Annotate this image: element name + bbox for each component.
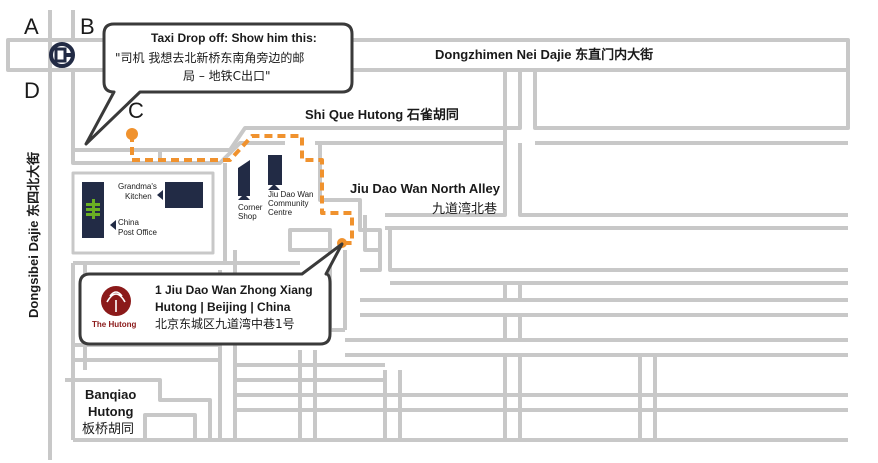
corner-shop-block (238, 160, 250, 196)
logo-label: The Hutong (92, 320, 137, 329)
grandmas-pointer-icon (157, 190, 163, 200)
street-label-banqiao-2: Hutong (88, 404, 134, 419)
street-label-dongzhimen: Dongzhimen Nei Dajie 东直门内大街 (435, 47, 653, 62)
corner-shop-label-1: Corner (238, 203, 263, 212)
address-line1: 1 Jiu Dao Wan Zhong Xiang (155, 283, 313, 297)
street-label-banqiao-cn: 板桥胡同 (82, 422, 134, 437)
the-hutong-logo-icon: The Hutong (92, 286, 137, 329)
corner-shop-pointer-icon (238, 194, 250, 200)
taxi-bubble-line1: "司机 我想去北新桥东南角旁边的邮 (115, 50, 304, 65)
community-label-2: Community (268, 199, 308, 208)
taxi-bubble-line2: 局 – 地铁C出口" (183, 69, 271, 83)
community-label-3: Centre (268, 208, 293, 217)
post-office-label-1: China (118, 218, 139, 227)
metro-station-icon (49, 42, 75, 68)
taxi-bubble-title: Taxi Drop off: Show him this: (151, 31, 317, 45)
address-line2: Hutong | Beijing | China (155, 300, 291, 314)
address-line3: 北京东城区九道湾中巷1号 (155, 316, 295, 331)
community-centre-pointer-icon (268, 184, 280, 190)
china-post-icon (86, 199, 100, 219)
post-office-pointer-icon (110, 220, 116, 230)
street-label-jiudaowan-cn: 九道湾北巷 (432, 201, 497, 217)
community-centre-block (268, 155, 282, 185)
address-bubble: The Hutong 1 Jiu Dao Wan Zhong Xiang Hut… (78, 242, 344, 346)
exit-b-label: B (80, 14, 95, 39)
street-label-shique: Shi Que Hutong 石雀胡同 (305, 107, 459, 122)
post-office-block (82, 182, 104, 238)
grandmas-label-2: Kitchen (125, 192, 152, 201)
corner-shop-label-2: Shop (238, 212, 257, 221)
grandmas-label-1: Grandma's (118, 182, 157, 191)
exit-c-label: C (128, 98, 144, 123)
street-label-banqiao-1: Banqiao (85, 387, 136, 402)
exit-a-label: A (24, 14, 39, 39)
route-start-marker (126, 128, 138, 140)
street-label-jiudaowan-en: Jiu Dao Wan North Alley (350, 181, 501, 196)
grandmas-kitchen-block (165, 182, 203, 208)
post-office-label-2: Post Office (118, 228, 158, 237)
street-label-dongsibei: Dongsibei Dajie 东四北大街 (26, 152, 41, 318)
taxi-instruction-bubble: Taxi Drop off: Show him this: "司机 我想去北新桥… (84, 22, 354, 146)
exit-d-label: D (24, 78, 40, 103)
community-label-1: Jiu Dao Wan (268, 190, 314, 199)
